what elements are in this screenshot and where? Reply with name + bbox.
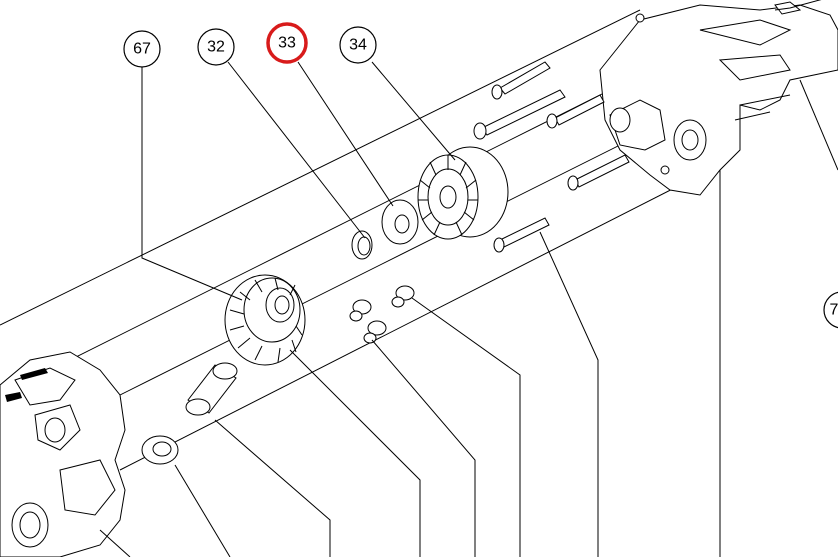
- gear-34: [417, 146, 509, 240]
- callout-32[interactable]: 32: [197, 28, 235, 66]
- bolts-upper: [473, 61, 630, 253]
- bolt: [491, 61, 551, 100]
- washer-lower: [141, 435, 179, 465]
- sleeve-pin: [185, 362, 238, 416]
- bolt: [546, 94, 605, 129]
- fitting: [349, 299, 372, 322]
- fitting: [391, 285, 415, 308]
- left-gearbox-housing: [0, 351, 126, 557]
- bolt: [567, 154, 630, 191]
- callout-label: 33: [278, 35, 296, 52]
- callout-67[interactable]: 67: [123, 30, 161, 68]
- snap-ring-32: [351, 230, 373, 260]
- washer-33: [381, 199, 419, 245]
- callout-label: 7: [830, 302, 838, 319]
- gear-67: [224, 274, 306, 366]
- callout-34[interactable]: 34: [339, 26, 377, 64]
- callout-7x[interactable]: 7: [823, 291, 838, 329]
- callout-label: 67: [133, 41, 151, 58]
- fitting: [363, 320, 387, 344]
- bolt: [473, 89, 566, 140]
- right-gearbox-housing: [599, 1, 838, 196]
- leader-lines: [99, 0, 838, 557]
- callout-33[interactable]: 33: [266, 22, 308, 64]
- callout-label: 34: [349, 37, 367, 54]
- bolt: [493, 217, 550, 253]
- small-fittings: [349, 285, 415, 344]
- callout-label: 32: [207, 39, 225, 56]
